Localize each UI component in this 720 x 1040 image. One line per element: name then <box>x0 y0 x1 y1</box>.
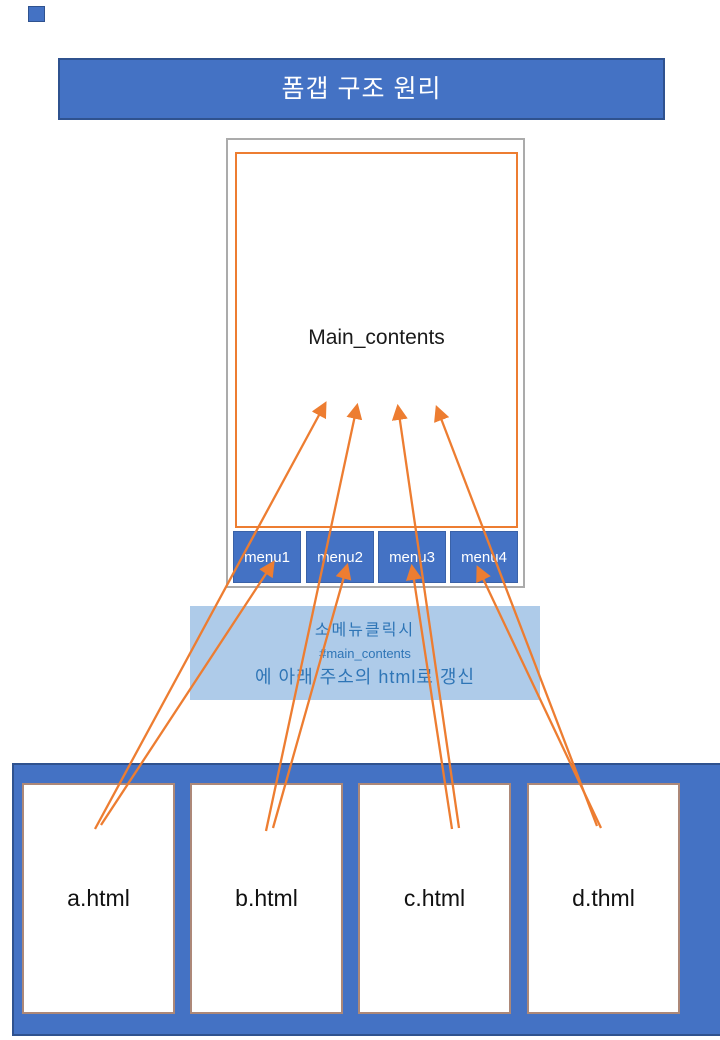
menu1-button[interactable]: menu1 <box>233 531 301 583</box>
explanation-line-3: 에 아래 주소의 html로 갱신 <box>254 667 476 687</box>
page-title: 폼갭 구조 원리 <box>58 58 665 120</box>
file-box-d: d.thml <box>527 783 680 1014</box>
file-label-d: d.thml <box>572 885 635 911</box>
menu3-button[interactable]: menu3 <box>378 531 446 583</box>
decoration-square <box>28 6 45 22</box>
file-box-a: a.html <box>22 783 175 1014</box>
explanation-line-1: 소메뉴클릭시 <box>314 622 416 639</box>
menu4-button[interactable]: menu4 <box>450 531 518 583</box>
explanation-line-2: #main_contents <box>319 646 411 661</box>
file-label-c: c.html <box>403 885 466 911</box>
file-label-b: b.html <box>235 885 298 911</box>
main-contents-label: Main_contents <box>308 326 445 349</box>
menu2-button[interactable]: menu2 <box>306 531 374 583</box>
explanation-box: 소메뉴클릭시 #main_contents 에 아래 주소의 html로 갱신 <box>190 606 540 700</box>
file-box-c: c.html <box>358 783 511 1014</box>
main-contents-area: Main_contents <box>235 152 518 528</box>
file-box-b: b.html <box>190 783 343 1014</box>
html-files-container: a.html b.html c.html d.thml <box>12 763 720 1036</box>
file-label-a: a.html <box>67 885 130 911</box>
main-contents-container: Main_contents menu1 menu2 menu3 menu4 <box>226 138 525 588</box>
